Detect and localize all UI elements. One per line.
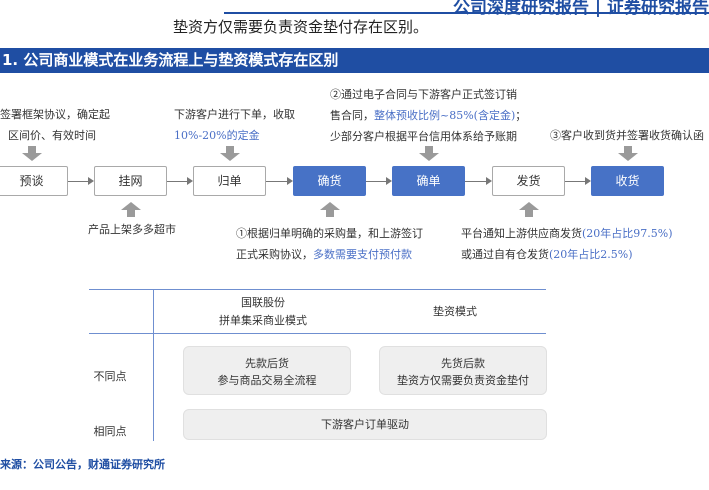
note-highlight: (20年占比2.5%) — [549, 248, 633, 261]
flow-connector — [565, 181, 585, 182]
note-line: 产品上架多多超市 — [88, 223, 176, 236]
note-line: ②通过电子合同与下游客户正式签订销 — [330, 88, 517, 101]
header-line: 拼单集采商业模式 — [219, 314, 307, 327]
cell-line: 先货后款 — [441, 357, 485, 370]
figure-title: 1. 公司商业模式在业务流程上与垫资模式存在区别 — [0, 48, 709, 73]
flow-step-listing: 挂网 — [94, 166, 167, 196]
note-line: ①根据归单明确的采购量，和上游签订 — [236, 227, 423, 240]
note-order-deposit: 下游客户进行下单，收取 10%-20%的定金 — [174, 104, 295, 146]
arrow-right-icon — [287, 177, 293, 185]
flow-step-confirm-order: 确单 — [392, 166, 465, 196]
table-header-col1: 国联股份 拼单集采商业模式 — [198, 294, 328, 330]
flow-step-receipt: 收货 — [591, 166, 664, 196]
down-arrow-icon — [618, 146, 638, 161]
table-column-divider — [153, 289, 154, 441]
flow-connector — [366, 181, 386, 182]
table-header-col2: 垫资模式 — [433, 305, 477, 318]
arrow-right-icon — [386, 177, 392, 185]
note-text: 平台通知上游供应商发货 — [461, 227, 582, 240]
note-text: 售合同， — [330, 109, 374, 122]
note-line: 少部分客户根据平台信用体系给予账期 — [330, 130, 517, 143]
diff-cell-guolian: 先款后货 参与商品交易全流程 — [183, 346, 351, 395]
cell-line: 先款后货 — [245, 357, 289, 370]
flow-step-confirm-goods: 确货 — [293, 166, 366, 196]
cell-line: 垫资方仅需要负责资金垫付 — [397, 374, 529, 387]
intro-text: 垫资方仅需要负责资金垫付存在区别。 — [173, 18, 429, 36]
header-line: 国联股份 — [241, 296, 285, 309]
note-highlight: 多数需要支付预付款 — [313, 248, 412, 261]
diff-cell-advance-funding: 先货后款 垫资方仅需要负责资金垫付 — [379, 346, 547, 395]
note-line: 平台通知上游供应商发货(20年占比97.5%) — [461, 223, 673, 244]
table-header-rule — [89, 333, 546, 334]
down-arrow-icon — [22, 146, 42, 161]
arrow-right-icon — [486, 177, 492, 185]
note-line: 或通过自有仓发货(20年占比2.5%) — [461, 244, 673, 265]
arrow-right-icon — [187, 177, 193, 185]
note-highlight: 整体预收比例~85%(含定金) — [374, 109, 516, 122]
flow-connector — [167, 181, 187, 182]
up-arrow-icon — [320, 202, 340, 217]
flow-connector — [266, 181, 287, 182]
up-arrow-icon — [121, 202, 141, 217]
row-label-similarity: 相同点 — [93, 425, 127, 438]
note-line-2: 正式采购协议，多数需要支付预付款 — [236, 244, 423, 265]
note-line-2: 售合同，整体预收比例~85%(含定金)； — [330, 105, 526, 126]
note-highlight: (20年占比97.5%) — [582, 227, 673, 240]
cell-line: 参与商品交易全流程 — [217, 374, 317, 387]
note-line: 下游客户进行下单，收取 — [174, 108, 295, 121]
note-text: ； — [515, 109, 527, 122]
note-text: 或通过自有仓发货 — [461, 248, 549, 261]
down-arrow-icon — [419, 146, 439, 161]
arrow-right-icon — [88, 177, 94, 185]
note-text: 正式采购协议， — [236, 248, 313, 261]
note-line-highlight: 10%-20%的定金 — [174, 129, 260, 142]
note-line: 签署框架协议，确定起 — [0, 108, 110, 121]
flow-connector — [68, 181, 88, 182]
report-header-title: 公司深度研究报告 | 证券研究报告 — [452, 0, 709, 18]
note-line: ③客户收到货并签署收货确认函 — [550, 129, 704, 142]
flow-step-shipping: 发货 — [492, 166, 565, 196]
up-arrow-icon — [519, 202, 539, 217]
note-shipping-split: 平台通知上游供应商发货(20年占比97.5%) 或通过自有仓发货(20年占比2.… — [461, 223, 673, 265]
flow-step-order-collect: 归单 — [193, 166, 266, 196]
flow-connector — [465, 181, 486, 182]
note-receipt: ③客户收到货并签署收货确认函 — [550, 125, 704, 146]
flow-step-negotiation: 预谈 — [0, 166, 68, 196]
down-arrow-icon — [220, 146, 240, 161]
arrow-right-icon — [585, 177, 591, 185]
note-listing: 产品上架多多超市 — [88, 219, 176, 240]
note-negotiation: 签署框架协议，确定起 区间价、有效时间 — [0, 104, 110, 146]
source-note: 来源：公司公告，财通证券研究所 — [0, 458, 165, 471]
same-cell: 下游客户订单驱动 — [183, 409, 547, 440]
row-label-difference: 不同点 — [93, 370, 127, 383]
note-purchase-agreement: ①根据归单明确的采购量，和上游签订 正式采购协议，多数需要支付预付款 — [236, 223, 423, 265]
note-line: 区间价、有效时间 — [8, 129, 96, 142]
table-top-rule — [89, 289, 546, 290]
note-sales-contract: ②通过电子合同与下游客户正式签订销 售合同，整体预收比例~85%(含定金)； 少… — [330, 84, 526, 147]
header-rule — [224, 12, 709, 14]
